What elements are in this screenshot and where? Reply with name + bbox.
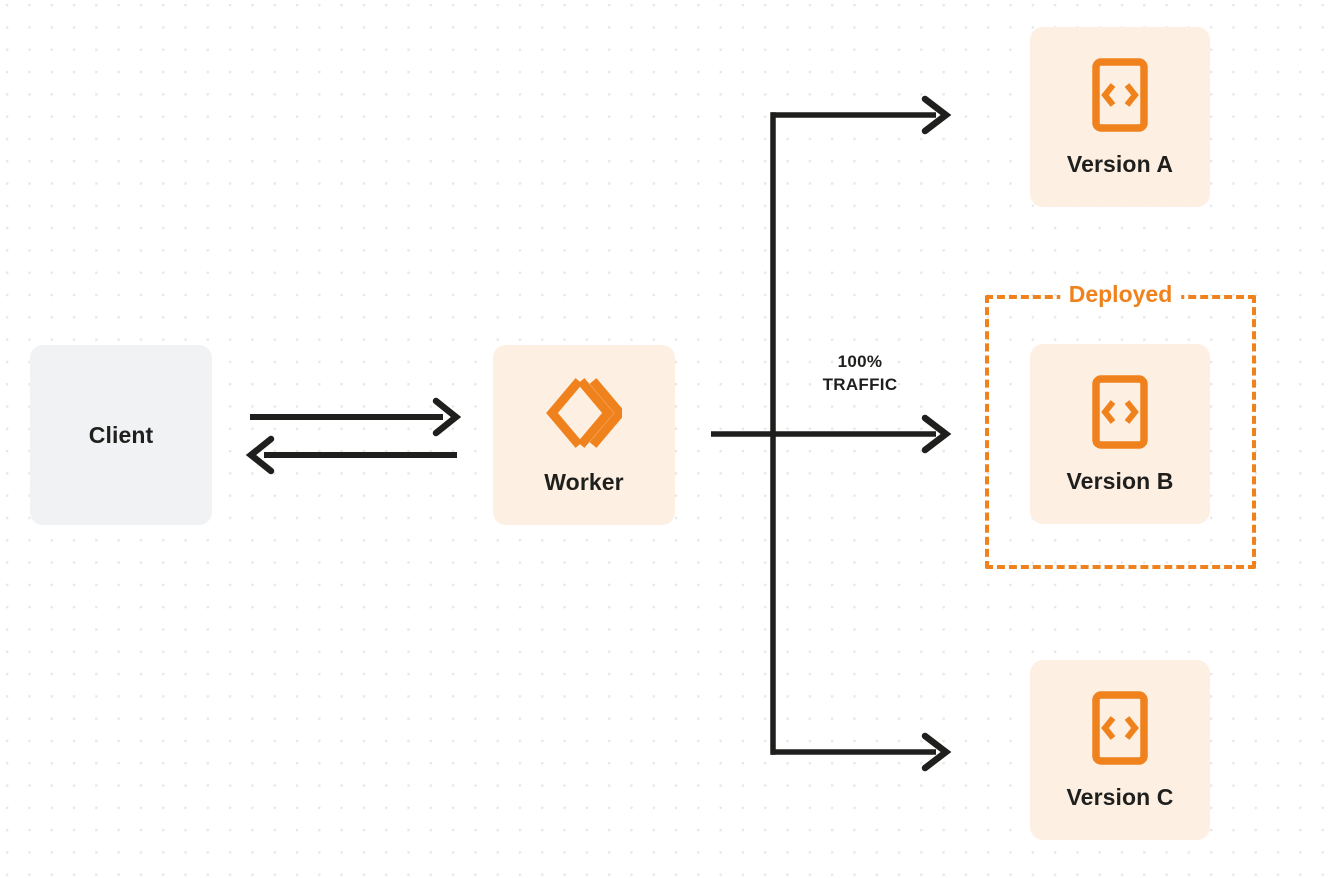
edge-worker-to-version-b	[711, 414, 952, 454]
node-version-a-label: Version A	[1066, 151, 1174, 177]
deployed-group-boundary: Deployed	[985, 283, 1256, 569]
deployed-group-label: Deployed	[1059, 283, 1182, 306]
node-worker-label: Worker	[544, 469, 624, 495]
traffic-percent: 100%	[837, 352, 883, 371]
node-version-c-label: Version C	[1066, 784, 1174, 810]
code-file-icon	[1092, 691, 1148, 770]
node-version-b[interactable]: Version B	[1030, 344, 1210, 524]
node-version-c[interactable]: Version C	[1030, 660, 1210, 840]
edge-trunk-to-version-a	[771, 95, 952, 135]
edge-worker-to-client	[245, 435, 457, 475]
node-client-label: Client	[88, 421, 154, 448]
node-version-b-label: Version B	[1066, 468, 1174, 494]
code-file-icon	[1092, 58, 1148, 137]
traffic-word: TRAFFIC	[822, 375, 898, 395]
code-file-icon	[1092, 375, 1148, 454]
cloudflare-workers-logo-icon	[546, 376, 626, 455]
edge-client-to-worker	[250, 397, 462, 437]
edge-trunk-to-version-c	[771, 732, 952, 772]
traffic-label: 100% TRAFFIC	[790, 350, 930, 397]
node-version-a[interactable]: Version A	[1030, 27, 1210, 207]
node-client[interactable]: Client	[30, 345, 212, 525]
node-worker[interactable]: Worker	[493, 345, 675, 525]
